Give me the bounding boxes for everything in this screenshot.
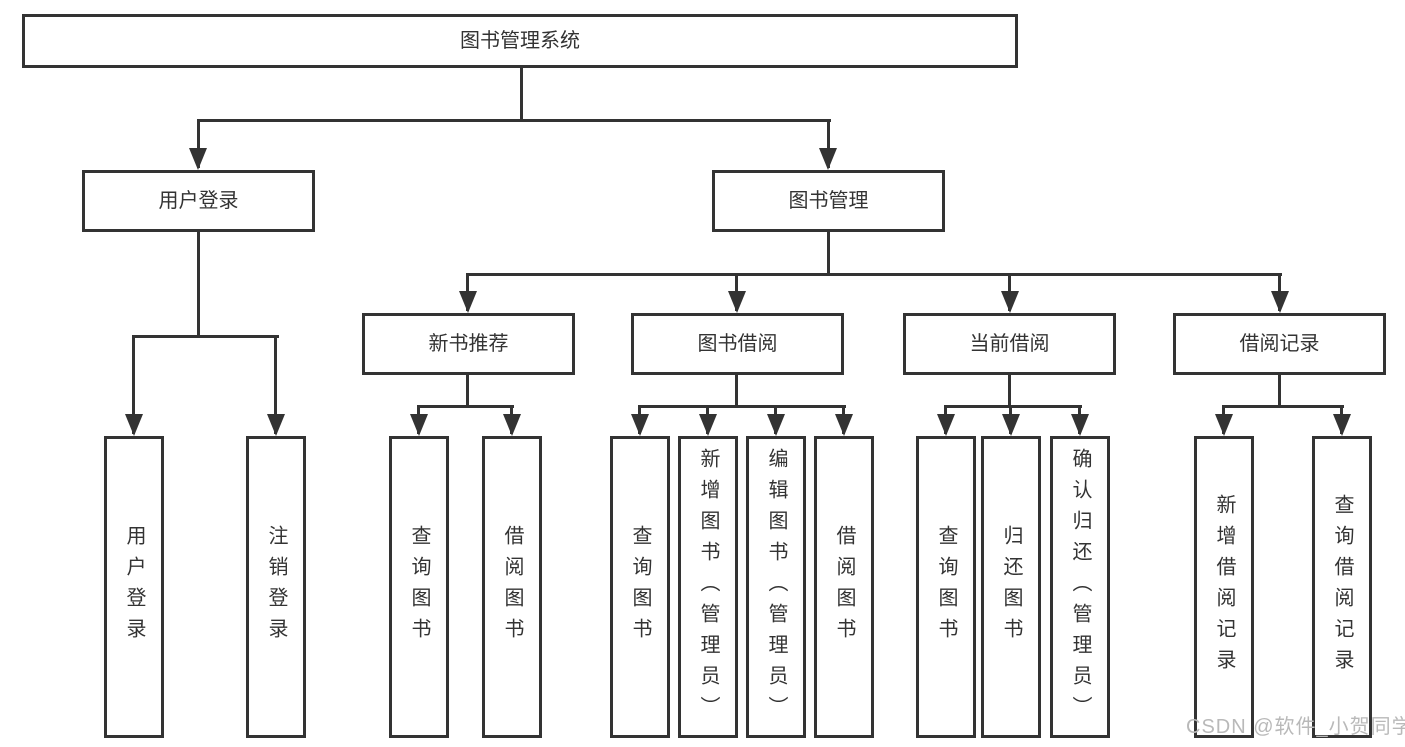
leaf-add-book-admin: 新增图书（管理员） <box>678 436 738 738</box>
arrow-down-icon <box>1071 414 1089 436</box>
arrow-down-icon <box>1215 414 1233 436</box>
leaf-query-books-recommend: 查询图书 <box>389 436 449 738</box>
connector-line <box>467 273 1282 276</box>
leaf-add-borrow-record: 新增借阅记录 <box>1194 436 1254 738</box>
connector-line <box>132 335 135 434</box>
connector-line <box>1222 405 1344 408</box>
connector-line <box>197 119 200 168</box>
leaf-user-login: 用户登录 <box>104 436 164 738</box>
connector-line <box>197 232 200 338</box>
arrow-down-icon <box>767 414 785 436</box>
leaf-query-borrow-record: 查询借阅记录 <box>1312 436 1372 738</box>
arrow-down-icon <box>631 414 649 436</box>
connector-line <box>1008 375 1011 408</box>
arrow-down-icon <box>819 148 837 170</box>
arrow-down-icon <box>459 291 477 313</box>
connector-line <box>827 232 830 276</box>
leaf-borrow-books-recommend: 借阅图书 <box>482 436 542 738</box>
arrow-down-icon <box>1001 291 1019 313</box>
connector-line <box>1278 375 1281 408</box>
arrow-down-icon <box>503 414 521 436</box>
arrow-down-icon <box>1333 414 1351 436</box>
node-root-library-system: 图书管理系统 <box>22 14 1018 68</box>
connector-line <box>132 335 279 338</box>
arrow-down-icon <box>125 414 143 436</box>
arrow-down-icon <box>937 414 955 436</box>
connector-line <box>417 405 514 408</box>
arrow-down-icon <box>699 414 717 436</box>
arrow-down-icon <box>1271 291 1289 313</box>
node-borrow-records: 借阅记录 <box>1173 313 1386 375</box>
arrow-down-icon <box>1002 414 1020 436</box>
connector-line <box>466 375 469 408</box>
connector-line <box>735 375 738 408</box>
csdn-watermark: CSDN @软件_小贺同学 <box>1186 716 1405 738</box>
connector-line <box>827 119 830 168</box>
leaf-return-books: 归还图书 <box>981 436 1041 738</box>
connector-line <box>638 405 846 408</box>
leaf-query-books-current: 查询图书 <box>916 436 976 738</box>
node-book-borrow: 图书借阅 <box>631 313 844 375</box>
node-book-management: 图书管理 <box>712 170 945 232</box>
arrow-down-icon <box>410 414 428 436</box>
arrow-down-icon <box>189 148 207 170</box>
arrow-down-icon <box>835 414 853 436</box>
connector-line <box>520 68 523 122</box>
connector-line <box>944 405 1082 408</box>
connector-line <box>274 335 277 434</box>
leaf-borrow-books: 借阅图书 <box>814 436 874 738</box>
node-user-login: 用户登录 <box>82 170 315 232</box>
arrow-down-icon <box>267 414 285 436</box>
leaf-logout: 注销登录 <box>246 436 306 738</box>
leaf-query-books-borrow: 查询图书 <box>610 436 670 738</box>
node-current-borrow: 当前借阅 <box>903 313 1116 375</box>
leaf-edit-book-admin: 编辑图书（管理员） <box>746 436 806 738</box>
connector-line <box>197 119 831 122</box>
leaf-confirm-return-admin: 确认归还（管理员） <box>1050 436 1110 738</box>
arrow-down-icon <box>728 291 746 313</box>
node-new-book-recommend: 新书推荐 <box>362 313 575 375</box>
